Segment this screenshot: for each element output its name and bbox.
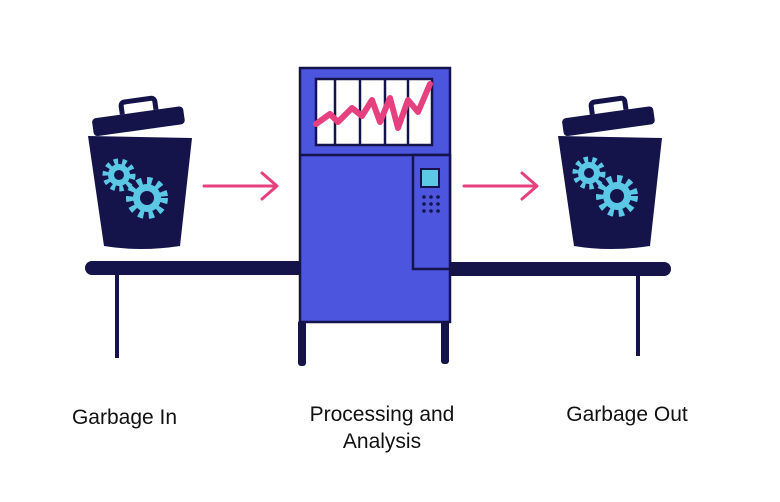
processing-machine-icon bbox=[298, 66, 452, 366]
trash-can-icon bbox=[88, 95, 192, 249]
gear-icon bbox=[572, 156, 606, 190]
arrow-right-icon bbox=[462, 171, 539, 201]
right-conveyor-belt bbox=[443, 262, 671, 356]
trash-can-icon bbox=[558, 95, 662, 249]
line-chart-icon bbox=[313, 77, 434, 147]
garbage-out-label: Garbage Out bbox=[566, 403, 688, 426]
processing-and-analysis-label: Processing and Analysis bbox=[309, 403, 455, 453]
garbage-in-label: Garbage In bbox=[71, 406, 178, 429]
gear-icon bbox=[102, 158, 136, 192]
left-conveyor-belt bbox=[85, 261, 305, 358]
arrow-right-icon bbox=[202, 171, 279, 201]
control-panel-icon bbox=[411, 153, 452, 271]
gear-icon bbox=[596, 175, 638, 217]
gear-icon bbox=[126, 177, 168, 219]
